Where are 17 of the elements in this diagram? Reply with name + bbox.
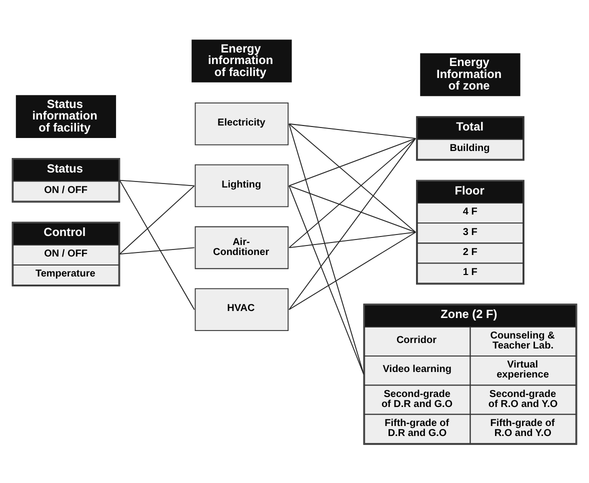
connector (119, 246, 195, 254)
node-box: Energy information of facility (192, 39, 292, 82)
connector (288, 122, 416, 232)
connector (119, 184, 195, 254)
connector (288, 184, 416, 232)
connector (288, 137, 416, 186)
connector (288, 122, 416, 138)
connector (119, 179, 195, 186)
connector (288, 231, 416, 310)
connector (288, 137, 416, 310)
node-box: Energy Information of zone (420, 52, 520, 96)
node-box: Status information of facility (16, 94, 116, 138)
connector (288, 137, 416, 248)
connector (119, 179, 195, 310)
connector (288, 184, 364, 374)
connector (288, 122, 364, 374)
connector (288, 231, 416, 248)
